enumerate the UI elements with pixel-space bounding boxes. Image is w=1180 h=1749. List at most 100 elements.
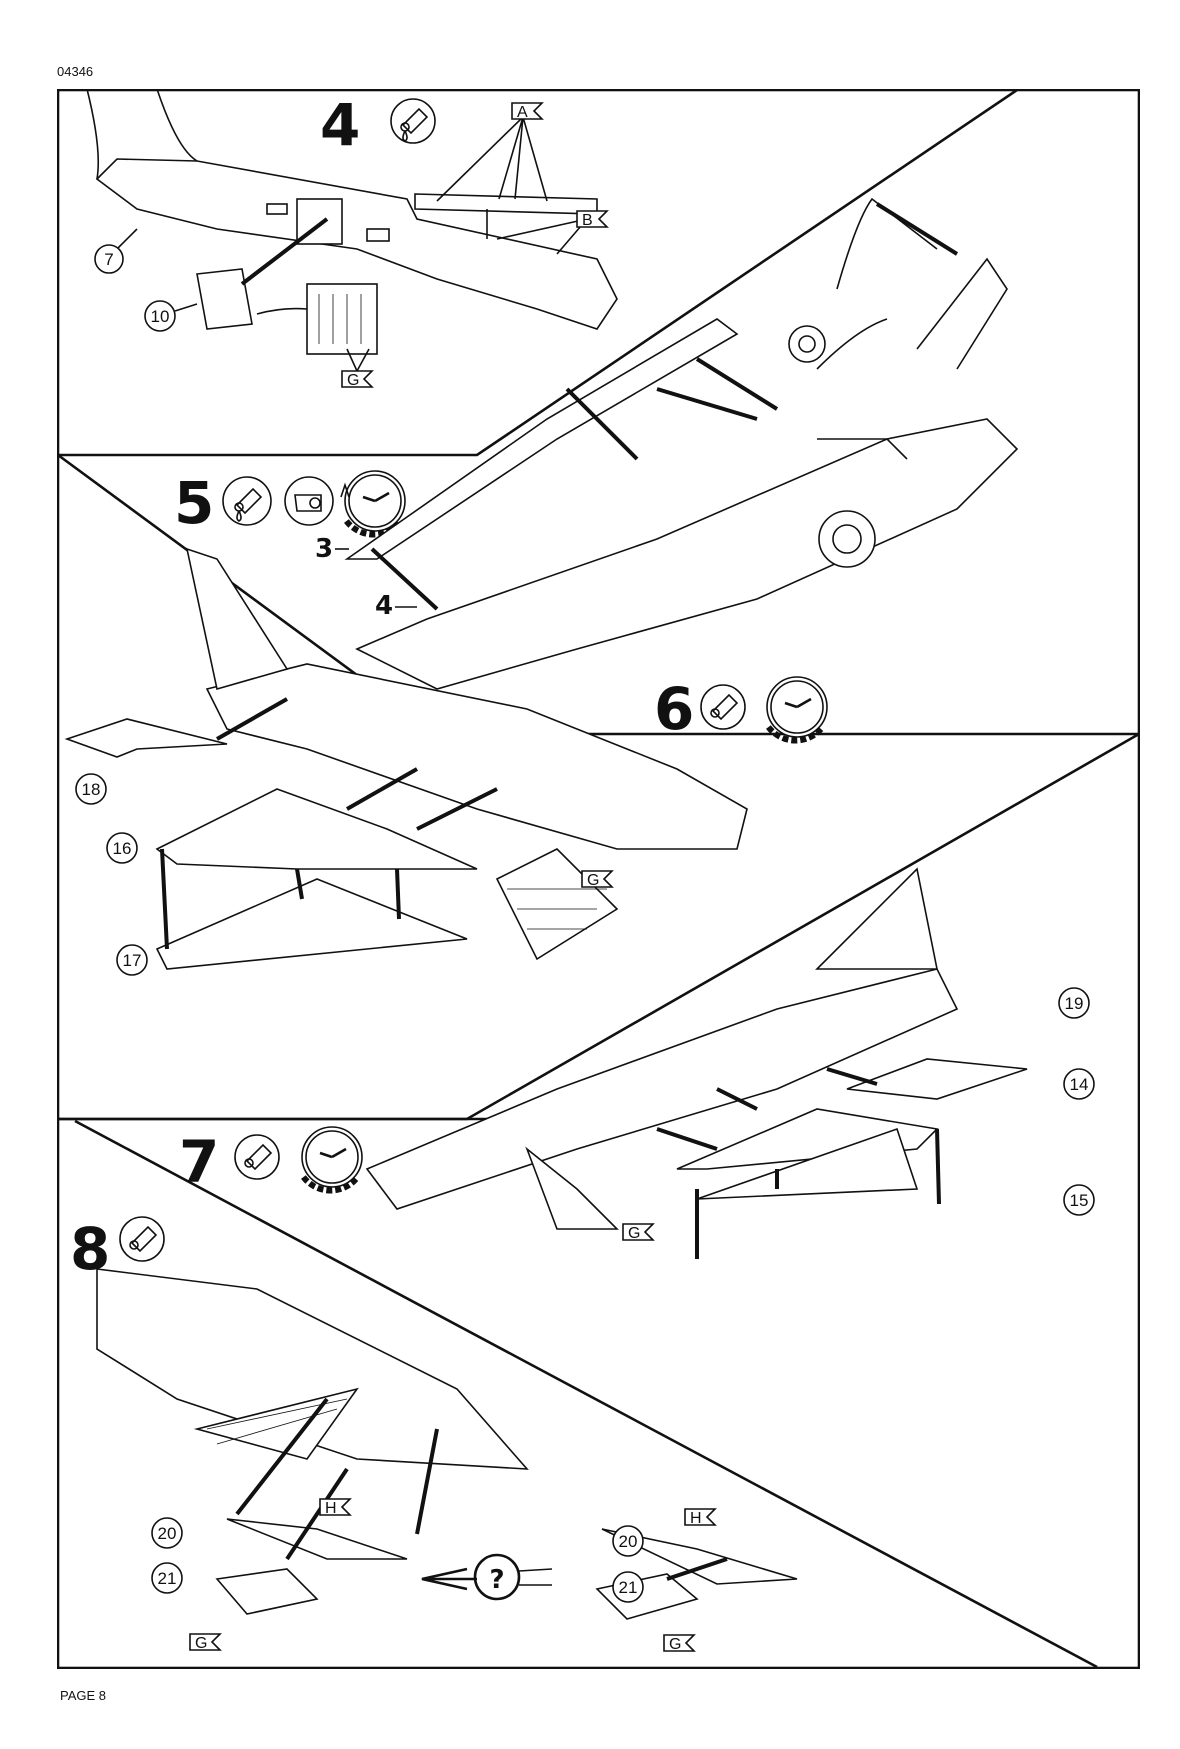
svg-text:H: H <box>325 1500 337 1517</box>
glue-tube-icon <box>119 1216 165 1262</box>
wing-part-16 <box>155 788 478 870</box>
paint-flag-g: G <box>581 870 614 889</box>
drying-clock-icon <box>340 470 406 538</box>
part-callout-7: 7 <box>94 228 138 274</box>
step-4: 4 A B <box>86 89 618 389</box>
stabilizer-part-18 <box>64 718 228 758</box>
part-callout-14: 14 <box>1063 1068 1095 1100</box>
svg-text:10: 10 <box>151 307 170 326</box>
paint-flag-h: H <box>684 1508 717 1527</box>
svg-text:17: 17 <box>123 951 142 970</box>
glue-tube-icon <box>222 476 272 526</box>
fuselage-underside <box>96 1268 529 1470</box>
part-callout-20: 20 <box>612 1525 644 1557</box>
instrument-panel-detail <box>306 283 378 355</box>
step-5: 5 <box>174 197 1019 690</box>
instruction-diagram: 4 A B <box>57 89 1140 1669</box>
paint-flag-g: G <box>663 1634 696 1653</box>
paint-flag-h: H <box>319 1498 352 1517</box>
part-callout-21: 21 <box>612 1571 644 1603</box>
svg-text:G: G <box>669 1636 681 1653</box>
part-callout-20: 20 <box>151 1517 183 1549</box>
fuselage-assembly <box>205 663 748 850</box>
svg-text:G: G <box>628 1225 640 1242</box>
stabilizer-part-19 <box>846 1058 1028 1100</box>
svg-text:G: G <box>587 872 599 889</box>
part-callout-3: 3 <box>315 534 349 564</box>
step-6: 6 G 18 16 <box>64 547 828 976</box>
paint-flag-g: G <box>341 370 374 389</box>
wing-part-15 <box>696 1127 919 1200</box>
wheel-well-detail <box>495 848 619 961</box>
fuselage-assembly <box>355 418 1019 690</box>
svg-text:18: 18 <box>82 780 101 799</box>
part-callout-18: 18 <box>75 773 107 805</box>
step-8: 8 ? H G H <box>70 1215 798 1653</box>
assembly-arrow <box>240 217 329 286</box>
svg-text:G: G <box>347 372 359 389</box>
wheel-well-detail <box>525 1146 619 1230</box>
engine-part <box>788 325 826 363</box>
paint-flag-g: G <box>622 1223 655 1242</box>
assembly-arrow <box>160 848 401 950</box>
svg-text:A: A <box>517 104 528 121</box>
fuselage-half-part-7 <box>95 158 618 330</box>
instruction-frame: 4 A B <box>57 89 1140 1669</box>
step-number: 5 <box>174 469 214 537</box>
part-10 <box>196 268 253 330</box>
assembly-arrow <box>875 202 959 256</box>
nose-weight <box>818 510 876 568</box>
pylon-part-21 <box>595 1573 699 1620</box>
assembly-arrow <box>235 1397 728 1581</box>
svg-text:15: 15 <box>1070 1191 1089 1210</box>
paint-flag-g: G <box>189 1633 222 1652</box>
svg-text:21: 21 <box>619 1578 638 1597</box>
part-callout-16: 16 <box>106 832 138 864</box>
part-callout-4: 4 <box>375 591 417 621</box>
drying-clock-icon <box>299 1126 363 1194</box>
step-number: 6 <box>654 675 694 743</box>
part-callout-17: 17 <box>116 944 148 976</box>
help-question-icon: ? <box>473 1553 521 1601</box>
part-callout-21: 21 <box>151 1562 183 1594</box>
step-number: 4 <box>320 91 360 159</box>
pylon-part-21 <box>215 1568 319 1615</box>
paint-flag-b: B <box>576 210 609 229</box>
step-number: 7 <box>179 1128 219 1196</box>
part-callout-15: 15 <box>1063 1184 1095 1216</box>
drying-clock-icon <box>764 676 828 744</box>
wing-part-14 <box>676 1108 939 1170</box>
svg-text:3: 3 <box>315 534 333 564</box>
assembly-arrow <box>370 357 779 611</box>
svg-text:19: 19 <box>1065 994 1084 1013</box>
missile-part-20 <box>601 1528 798 1585</box>
divider-step7-step8 <box>74 1119 1098 1669</box>
svg-text:G: G <box>195 1635 207 1652</box>
svg-text:B: B <box>582 212 593 229</box>
part-callout-19: 19 <box>1058 987 1090 1019</box>
svg-text:7: 7 <box>104 250 113 269</box>
wing-part-17 <box>155 878 468 970</box>
assembly-arrow <box>656 1067 878 1151</box>
assembly-arrow <box>695 1128 941 1259</box>
svg-text:4: 4 <box>375 591 393 621</box>
glue-tube-icon <box>234 1134 280 1180</box>
paint-flag-a: A <box>511 102 544 121</box>
part-callout-10: 10 <box>144 300 198 332</box>
svg-text:21: 21 <box>158 1569 177 1588</box>
svg-text:?: ? <box>489 1565 504 1595</box>
svg-text:14: 14 <box>1070 1075 1089 1094</box>
frame-border <box>57 89 1140 1669</box>
svg-text:20: 20 <box>158 1524 177 1543</box>
document-code: 04346 <box>57 64 94 79</box>
tape-icon <box>284 476 334 526</box>
step-7: 7 G 19 14 <box>179 867 1095 1259</box>
page-number: PAGE 8 <box>60 1688 107 1703</box>
divider-step4-step5 <box>58 89 1018 457</box>
fuselage-assembly <box>365 968 959 1210</box>
svg-text:H: H <box>690 1510 702 1527</box>
glue-tube-icon <box>390 98 436 144</box>
assembly-arrow <box>216 697 498 831</box>
option-arrow <box>421 1567 477 1591</box>
svg-text:16: 16 <box>113 839 132 858</box>
